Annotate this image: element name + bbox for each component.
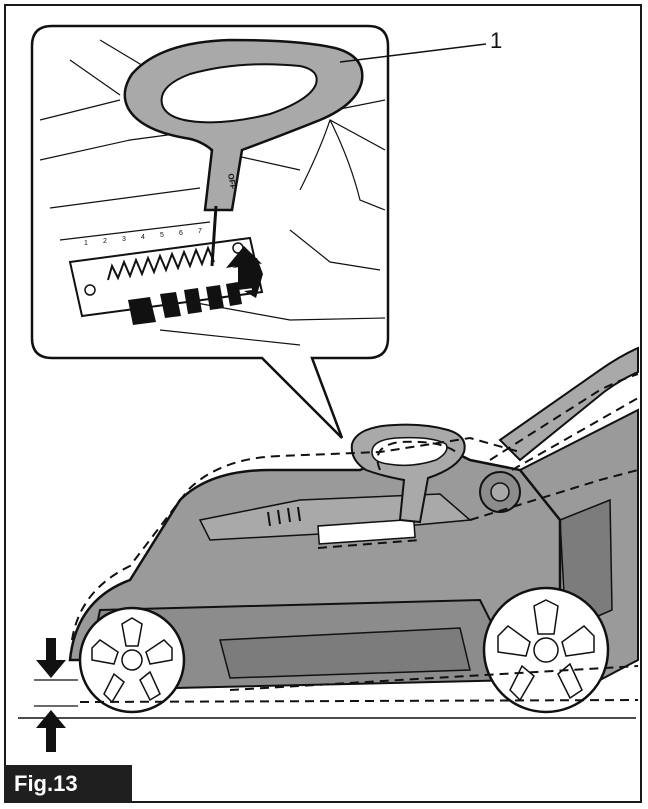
handle-knob-center bbox=[490, 482, 510, 502]
lever-shaft bbox=[210, 205, 218, 267]
scale-tick-1: 1 bbox=[84, 240, 88, 247]
lever-label-text: OFF bbox=[226, 173, 238, 190]
mower-skirt-recess bbox=[219, 627, 471, 679]
raised-position-outline bbox=[71, 373, 639, 703]
callout-number-1: 1 bbox=[490, 28, 503, 53]
slide-arrow bbox=[128, 282, 242, 325]
scale-tick-3: 3 bbox=[122, 236, 126, 243]
up-arrow-detail bbox=[231, 258, 263, 298]
scale-tick-2: 2 bbox=[103, 238, 107, 245]
scale-tick-7: 7 bbox=[198, 228, 202, 235]
scale-tick-5: 5 bbox=[160, 232, 164, 239]
figure-label: Fig.13 bbox=[4, 765, 132, 803]
callout-leader-line bbox=[339, 43, 487, 63]
up-arrow-head-detail bbox=[226, 246, 262, 290]
lever-handle-grip-hole bbox=[160, 63, 318, 124]
height-arrow-up bbox=[36, 710, 66, 752]
zigzag-slot bbox=[107, 245, 215, 281]
detail-inset: 1 2 3 4 5 6 7 OFF bbox=[30, 24, 487, 439]
lawn-mower bbox=[18, 346, 639, 752]
vent-slots bbox=[267, 506, 301, 527]
scale-numbers: 1 2 3 4 5 6 7 bbox=[84, 228, 202, 247]
scale-tick-6: 6 bbox=[179, 230, 183, 237]
front-wheel bbox=[78, 606, 186, 714]
scale-tick-4: 4 bbox=[141, 234, 145, 241]
plate-screw-left bbox=[84, 284, 96, 296]
mower-adjust-plate bbox=[317, 518, 416, 545]
rear-wheel bbox=[482, 586, 610, 714]
height-arrow-down bbox=[36, 638, 66, 678]
